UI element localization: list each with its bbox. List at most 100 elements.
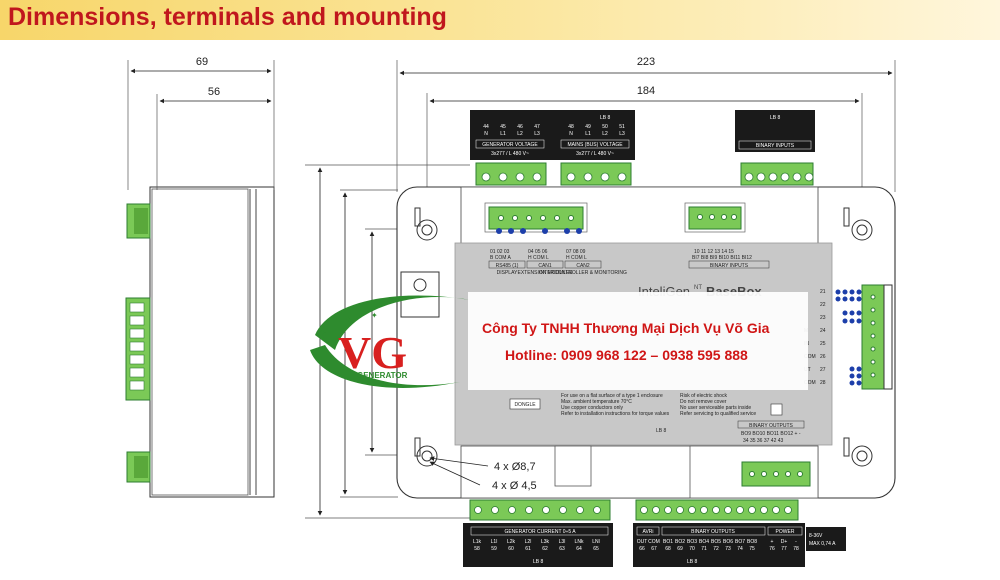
gen-terminal-label: L2 [517, 131, 523, 137]
gen-terminal-label: L3 [534, 131, 540, 137]
hole-callout-4-5: 4 x Ø 4,5 [492, 480, 537, 492]
binary-inputs-top-label: BINARY INPUTS [756, 143, 795, 149]
bo-terminal-num: 70 [689, 546, 695, 552]
note-3: Use copper conductors only [561, 405, 623, 411]
lb8-top-right: LB 8 [770, 115, 781, 121]
gc-terminal-label: LNl [592, 539, 600, 545]
mains-terminal-label: L3 [619, 131, 625, 137]
right-terminal-frag: COM [804, 380, 816, 386]
logo-subtitle: GENERATOR [357, 371, 408, 380]
can2-labels: H COM L [566, 255, 587, 261]
company-overlay [468, 292, 808, 390]
rs485-nums: 01 02 03 [490, 249, 510, 255]
right-terminal-num: 22 [820, 302, 826, 308]
gen-terminal-label: L1 [500, 131, 506, 137]
bo-terminal-label: BO8 [747, 539, 757, 545]
power-terminal-label: + [771, 539, 774, 545]
svg-text:✦: ✦ [345, 315, 352, 324]
note-2: Max. ambient temperature 70°C [561, 399, 632, 405]
gen-voltage-label: GENERATOR VOLTAGE [482, 142, 538, 148]
avr-terminal-label: OUT [637, 539, 648, 545]
mains-terminal-label: L1 [585, 131, 591, 137]
gen-terminal-label: N [484, 131, 488, 137]
gc-terminal-num: 58 [474, 546, 480, 552]
title-bar [0, 0, 1000, 40]
hole-callouts: 4 x Ø8,7 4 x Ø 4,5 [429, 456, 537, 492]
gen-terminal-num: 45 [500, 124, 506, 130]
gc-terminal-label: L3l [559, 539, 566, 545]
page-title: Dimensions, terminals and mounting [8, 3, 447, 31]
panel-bo-labels: BO9 BO10 BO11 BO12 + - [741, 431, 801, 437]
bo-terminal-num: 72 [713, 546, 719, 552]
mounting-holes [414, 207, 873, 467]
gen-terminal-num: 47 [534, 124, 540, 130]
bottom-bo-title: BINARY OUTPUTS [691, 529, 735, 535]
dim-184: 184 [637, 85, 655, 97]
bo-terminal-num: 71 [701, 546, 707, 552]
hotline: Hotline: 0909 968 122 – 0938 595 888 [505, 347, 748, 363]
bo-terminal-label: BO7 [735, 539, 745, 545]
svg-text:✦: ✦ [318, 328, 326, 339]
can2-nums: 07 08 09 [566, 249, 586, 255]
gen-terminal-num: 44 [483, 124, 489, 130]
avr-terminal-label: COM [648, 539, 660, 545]
gc-terminal-num: 63 [559, 546, 565, 552]
bo-terminal-label: BO2 [675, 539, 685, 545]
bo-terminal-label: BO1 [663, 539, 673, 545]
rs485-label: RS485 (1) [496, 263, 519, 269]
svg-text:✦: ✦ [371, 311, 378, 320]
right-terminal-num: 26 [820, 354, 826, 360]
mains-terminal-num: 48 [568, 124, 574, 130]
bo-terminal-num: 75 [749, 546, 755, 552]
bottom-terminal-labels: GENERATOR CURRENT 0÷5 A L1k58L1l59L2k60L… [463, 499, 846, 567]
can1-nums: 04 05 06 [528, 249, 548, 255]
brand-sup: NT [694, 285, 702, 291]
side-view [125, 186, 275, 498]
gc-terminal-num: 60 [508, 546, 514, 552]
power-terminal-label: - [795, 539, 797, 545]
right-terminal-num: 27 [820, 367, 826, 373]
note-4: Refer to installation instructions for t… [561, 411, 670, 417]
dimension-69-56: 69 56 [127, 56, 275, 190]
hole-callout-8-7: 4 x Ø8,7 [494, 461, 536, 473]
display-label: DISPLAY [497, 270, 518, 276]
right-terminal-num: 28 [820, 380, 826, 386]
bo-terminal-label: BO3 [687, 539, 697, 545]
top-terminal-labels: LB 8 44N45L146L247L348N49L150L251L352BI1… [470, 110, 815, 186]
bo-terminal-label: BO6 [723, 539, 733, 545]
gc-terminal-num: 65 [593, 546, 599, 552]
bo-terminal-num: 74 [737, 546, 743, 552]
right-terminal-num: 24 [820, 328, 826, 334]
mains-terminal-num: 49 [585, 124, 591, 130]
gc-terminal-label: LNk [575, 539, 584, 545]
mains-terminal-label: N [569, 131, 573, 137]
power-label: POWER [776, 529, 795, 535]
gc-terminal-label: L2k [507, 539, 516, 545]
bo-terminal-num: 73 [725, 546, 731, 552]
avr-label: AVRi [642, 529, 653, 535]
power-terminal-num: 76 [769, 546, 775, 552]
bo-terminal-label: BO4 [699, 539, 709, 545]
can2-label: CAN2 [576, 263, 590, 269]
power-rating-2: MAX 0,74 A [809, 541, 836, 547]
gc-terminal-num: 62 [542, 546, 548, 552]
dim-56: 56 [208, 86, 220, 98]
right-terminal-num: 23 [820, 315, 826, 321]
panel-bi-labels: BI7 BI8 BI9 BI10 BI11 BI12 [692, 255, 752, 261]
gc-terminal-num: 61 [525, 546, 531, 552]
lb8-top-left: LB 8 [600, 115, 611, 121]
can1-labels: H COM L [528, 255, 549, 261]
dim-223: 223 [637, 56, 655, 68]
power-terminal-num: 78 [793, 546, 799, 552]
dongle-label: DONGLE [514, 402, 536, 408]
note-1: For use on a flat surface of a type 1 en… [561, 393, 663, 399]
gc-terminal-label: L2l [525, 539, 532, 545]
gen-rating-label: 3x277 / L 480 V~ [491, 151, 529, 157]
panel-lb8: LB 8 [656, 428, 667, 434]
bottom-lb8-right: LB 8 [687, 559, 698, 565]
avr-terminal-num: 66 [639, 546, 645, 552]
gc-terminal-label: L3k [541, 539, 550, 545]
warning-4: Refer servicing to qualified service [680, 411, 756, 417]
bo-terminal-num: 68 [665, 546, 671, 552]
